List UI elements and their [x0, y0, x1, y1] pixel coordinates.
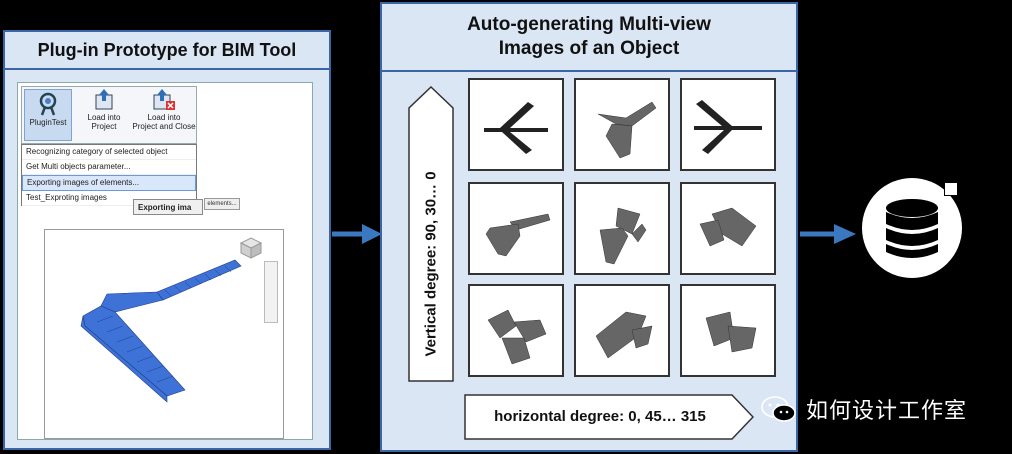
right-arrow-shape: [464, 394, 754, 440]
vertical-degree-arrow: Vertical degree: 90, 30… 0: [408, 86, 454, 382]
up-arrow-shape: [408, 86, 454, 382]
wechat-icon: [761, 396, 796, 422]
view-thumbnail: [468, 182, 564, 275]
viewcube-icon[interactable]: [238, 235, 264, 261]
view-thumbnail: [680, 284, 776, 377]
load-project-line2: Project: [91, 122, 117, 131]
watermark-text: 如何设计工作室: [806, 399, 968, 424]
multi-view-title-line2: Images of an Object: [498, 38, 680, 59]
database-icon: [886, 199, 938, 258]
vertical-degree-label: Vertical degree: 90, 30… 0: [422, 171, 440, 357]
horizontal-degree-label: horizontal degree: 0, 45… 315: [494, 408, 706, 425]
plugin-test-icon: [39, 92, 57, 116]
blue-stair-model: [80, 259, 242, 403]
watermark: 如何设计工作室: [760, 394, 967, 424]
database-node: [862, 178, 962, 278]
view-thumbnail: [468, 78, 564, 171]
load-project-line1: Load into: [87, 113, 121, 122]
load-close-line1: Load into: [147, 113, 181, 122]
elements-tab[interactable]: elements...: [204, 198, 240, 210]
plugin-dropdown-menu: Recognizing category of selected object …: [21, 144, 197, 206]
navigation-bar[interactable]: [264, 261, 278, 323]
load-into-project-button[interactable]: Load into Project: [80, 89, 128, 131]
load-close-icon: [153, 89, 175, 110]
corner-badge: [944, 182, 958, 196]
view-thumbnail: [574, 284, 670, 377]
plugin-prototype-title: Plug-in Prototype for BIM Tool: [5, 32, 329, 70]
plugin-ribbon: PluginTest Load into Project Load i: [21, 86, 197, 144]
plugin-test-button[interactable]: PluginTest: [24, 89, 72, 141]
view-thumbnail: [574, 78, 670, 171]
load-project-icon: [95, 89, 113, 110]
plugin-test-label: PluginTest: [29, 118, 67, 127]
multi-view-title-line1: Auto-generating Multi-view: [467, 14, 711, 35]
view-thumbnail: [574, 182, 670, 275]
revit-3d-viewport: [44, 229, 284, 439]
menu-tooltip: Exporting ima: [133, 199, 203, 215]
view-thumbnail: [680, 78, 776, 171]
load-into-project-and-close-button[interactable]: Load into Project and Close: [132, 89, 196, 131]
plugin-prototype-panel: Plug-in Prototype for BIM Tool: [3, 30, 331, 450]
view-thumbnail: [680, 182, 776, 275]
view-thumbnail: [468, 284, 564, 377]
menu-item-exporting-images[interactable]: Exporting images of elements...: [22, 175, 196, 191]
menu-item-get-multi-objects[interactable]: Get Multi objects parameter...: [22, 160, 196, 175]
multi-view-panel: Auto-generating Multi-view Images of an …: [380, 2, 798, 452]
arrow-right-icon: [332, 224, 382, 244]
multi-view-title: Auto-generating Multi-view Images of an …: [382, 4, 796, 72]
load-close-line2: Project and Close: [132, 122, 196, 131]
menu-item-test-exporting[interactable]: Test_Exproting images: [22, 191, 196, 206]
menu-item-recognizing-category[interactable]: Recognizing category of selected object: [22, 145, 196, 160]
arrow-right-icon: [800, 224, 856, 244]
horizontal-degree-arrow: horizontal degree: 0, 45… 315: [464, 394, 754, 440]
